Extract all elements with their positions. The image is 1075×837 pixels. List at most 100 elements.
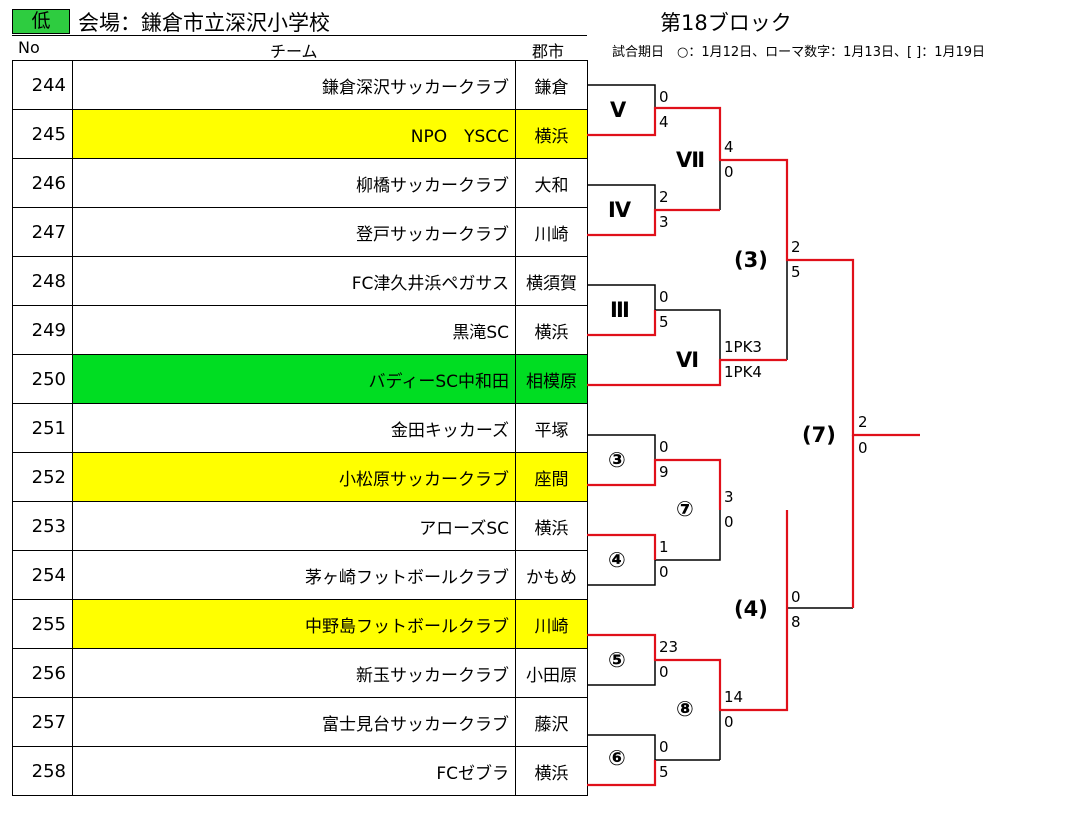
team-city: 横浜 xyxy=(515,305,588,355)
score: 3 xyxy=(724,488,734,506)
team-number: 246 xyxy=(12,158,73,208)
score: 5 xyxy=(791,263,801,281)
team-name: 黒滝SC xyxy=(72,305,516,355)
team-name: 中野島フットボールクラブ xyxy=(72,599,516,649)
venue-title: 会場：鎌倉市立深沢小学校 xyxy=(78,11,330,35)
schedule-legend: 試合期日 ○：1月12日、ローマ数字：1月13日、[ ]：1月19日 xyxy=(612,45,986,60)
team-city: 座間 xyxy=(515,452,588,502)
round-label: ⑤ xyxy=(608,648,626,672)
score: 0 xyxy=(724,713,734,731)
round-label: Ⅲ xyxy=(610,298,630,322)
block-title: 第18ブロック xyxy=(660,11,792,35)
score: 0 xyxy=(724,163,734,181)
score: 0 xyxy=(791,588,801,606)
team-name: FCゼブラ xyxy=(72,746,516,796)
score: 0 xyxy=(659,738,669,756)
team-name: 登戸サッカークラブ xyxy=(72,207,516,257)
round-label: Ⅶ xyxy=(676,148,706,172)
team-city: 小田原 xyxy=(515,648,588,698)
team-city: 鎌倉 xyxy=(515,60,588,110)
team-name: 茅ヶ崎フットボールクラブ xyxy=(72,550,516,600)
team-name: 鎌倉深沢サッカークラブ xyxy=(72,60,516,110)
team-name: 新玉サッカークラブ xyxy=(72,648,516,698)
round-label: ③ xyxy=(608,448,626,472)
round-label: ⑧ xyxy=(676,697,694,721)
team-city: 横浜 xyxy=(515,746,588,796)
score: 0 xyxy=(659,88,669,106)
team-name: アローズSC xyxy=(72,501,516,551)
team-number: 244 xyxy=(12,60,73,110)
score: 9 xyxy=(659,463,669,481)
score: 2 xyxy=(791,238,801,256)
team-city: 平塚 xyxy=(515,403,588,453)
column-header-no: No xyxy=(18,38,40,57)
round-label: Ⅵ xyxy=(676,348,700,372)
team-city: 横浜 xyxy=(515,501,588,551)
team-number: 258 xyxy=(12,746,73,796)
score: 4 xyxy=(724,138,734,156)
score: 0 xyxy=(659,288,669,306)
team-number: 254 xyxy=(12,550,73,600)
round-label: ⑦ xyxy=(676,497,694,521)
team-name: 富士見台サッカークラブ xyxy=(72,697,516,747)
score: 4 xyxy=(659,113,669,131)
team-name: バディーSC中和田 xyxy=(72,354,516,404)
round-label: Ⅳ xyxy=(608,198,632,222)
score: 5 xyxy=(659,313,669,331)
score: 0 xyxy=(724,513,734,531)
score: 2 xyxy=(659,188,669,206)
team-name: FC津久井浜ペガサス xyxy=(72,256,516,306)
header-rule xyxy=(12,35,587,36)
round-label: (3) xyxy=(734,248,768,272)
team-city: 横須賀 xyxy=(515,256,588,306)
team-name: 金田キッカーズ xyxy=(72,403,516,453)
round-label: Ⅴ xyxy=(610,98,627,122)
score: 1 xyxy=(659,538,669,556)
score: 3 xyxy=(659,213,669,231)
score: 1PK3 xyxy=(724,338,762,356)
score: 5 xyxy=(659,763,669,781)
team-city: 大和 xyxy=(515,158,588,208)
round-label: (7) xyxy=(802,423,836,447)
score: 0 xyxy=(659,563,669,581)
level-badge: 低 xyxy=(12,9,70,34)
score: 0 xyxy=(858,439,868,457)
bracket-winner-lines xyxy=(587,106,920,787)
team-city: 相模原 xyxy=(515,354,588,404)
score: 1PK4 xyxy=(724,363,762,381)
score: 2 xyxy=(858,413,868,431)
team-number: 255 xyxy=(12,599,73,649)
team-name: 小松原サッカークラブ xyxy=(72,452,516,502)
team-number: 248 xyxy=(12,256,73,306)
team-name: 柳橋サッカークラブ xyxy=(72,158,516,208)
team-number: 247 xyxy=(12,207,73,257)
team-number: 251 xyxy=(12,403,73,453)
column-header-team: チーム xyxy=(270,42,318,61)
round-label: ④ xyxy=(608,548,626,572)
column-header-city: 郡市 xyxy=(532,42,565,61)
score: 8 xyxy=(791,613,801,631)
round-label: (4) xyxy=(734,597,768,621)
score: 0 xyxy=(659,663,669,681)
score: 23 xyxy=(659,638,679,656)
round-label: ⑥ xyxy=(608,746,626,770)
team-city: かもめ xyxy=(515,550,588,600)
team-city: 横浜 xyxy=(515,109,588,159)
score: 0 xyxy=(659,438,669,456)
